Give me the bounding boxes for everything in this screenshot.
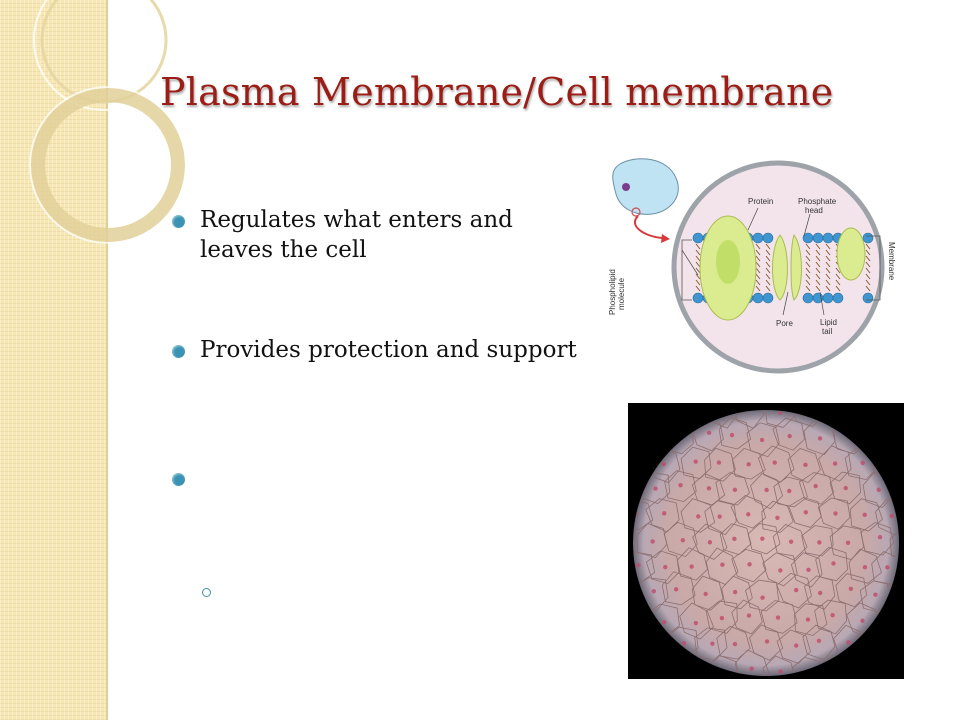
bullet-dot-icon (172, 473, 185, 486)
microscope-image (628, 403, 904, 679)
bullet-text: Regulates what enters and leaves the cel… (200, 207, 513, 263)
decorative-rings (29, 0, 187, 244)
slide-title: Plasma Membrane/Cell membrane (160, 70, 834, 114)
membrane-diagram: Protein Phosphate head Pore Lipid tail M… (608, 158, 896, 374)
label-lipid: Lipid (820, 318, 837, 327)
bullet-dot-icon (172, 345, 185, 358)
label-phosphate-1: Phosphate (798, 197, 837, 206)
bullet-text: Provides protection and support (200, 337, 577, 363)
label-phosphate-2: head (805, 206, 823, 215)
label-phospholipid: Phospholipid (608, 269, 617, 315)
label-pore: Pore (776, 319, 793, 328)
bullet-item: Provides protection and support (172, 335, 592, 365)
label-protein: Protein (748, 197, 773, 206)
label-tail: tail (822, 327, 832, 336)
cheek-cells-photo (633, 410, 899, 676)
label-molecule: molecule (617, 277, 626, 310)
sub-bullet-circle-icon (202, 588, 211, 597)
bullet-item: Regulates what enters and leaves the cel… (172, 205, 592, 265)
bullet-dot-icon (172, 215, 185, 228)
label-membrane: Membrane (887, 242, 896, 281)
